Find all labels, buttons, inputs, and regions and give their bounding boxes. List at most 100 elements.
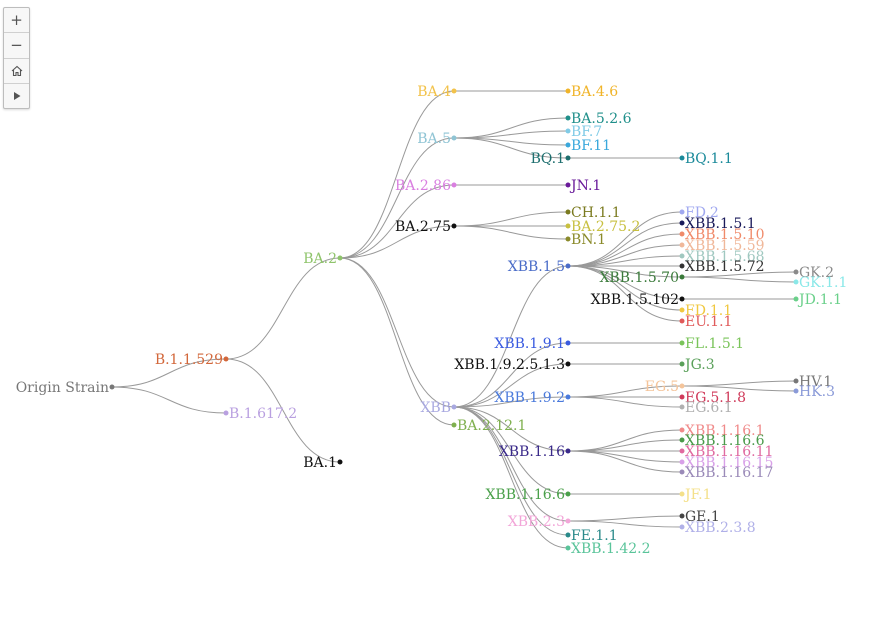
node-dot — [337, 255, 343, 261]
node-ba2[interactable]: BA.2 — [303, 251, 343, 267]
node-xbb1572[interactable]: XBB.1.5.72 — [679, 259, 765, 275]
node-ba1[interactable]: BA.1 — [303, 455, 343, 471]
node-b1617[interactable]: B.1.617.2 — [223, 406, 298, 422]
play-button[interactable] — [4, 84, 29, 108]
node-dot — [679, 242, 685, 248]
link-xbb-xbb19225 — [453, 363, 569, 408]
node-label: CH.1.1 — [571, 205, 621, 221]
node-dot — [679, 155, 685, 161]
node-label: XBB.1.5.68 — [685, 249, 765, 265]
node-xbb1161[interactable]: XBB.1.16.1 — [679, 423, 765, 439]
node-label: XBB.1.5 — [508, 259, 565, 275]
node-b11529[interactable]: B.1.1.529 — [155, 352, 229, 368]
node-fe11[interactable]: FE.1.1 — [565, 528, 618, 544]
node-jg3[interactable]: JG.3 — [679, 357, 715, 373]
zoom-out-button[interactable]: − — [4, 33, 29, 59]
node-xbb1510[interactable]: XBB.1.5.10 — [679, 227, 765, 243]
node-dot — [565, 182, 571, 188]
node-ge1[interactable]: GE.1 — [679, 509, 720, 525]
node-bf7[interactable]: BF.7 — [565, 124, 603, 140]
home-button[interactable] — [4, 59, 29, 84]
node-label: EG.6.1 — [685, 400, 733, 416]
node-dot — [679, 296, 685, 302]
node-dot — [565, 88, 571, 94]
node-xbb11611[interactable]: XBB.1.16.11 — [679, 444, 774, 460]
node-eg518[interactable]: EG.5.1.8 — [679, 390, 746, 406]
node-ba286[interactable]: BA.2.86 — [395, 178, 457, 194]
node-xbb1422[interactable]: XBB.1.42.2 — [565, 541, 651, 557]
node-xbb238[interactable]: XBB.2.3.8 — [679, 520, 756, 536]
node-xbb1568[interactable]: XBB.1.5.68 — [679, 249, 765, 265]
link-ba2-ba275 — [339, 225, 455, 259]
node-eg5[interactable]: EG.5 — [645, 379, 685, 395]
node-label: JD.1.1 — [797, 292, 842, 308]
link-xbb-xbb1422 — [453, 406, 569, 549]
node-jf1[interactable]: JF.1 — [679, 487, 712, 503]
node-ba526[interactable]: BA.5.2.6 — [565, 111, 632, 127]
node-ba275[interactable]: BA.2.75 — [395, 219, 457, 235]
node-label: XBB.1.16.1 — [685, 423, 765, 439]
node-xbb[interactable]: XBB — [420, 400, 457, 416]
node-jd11[interactable]: JD.1.1 — [793, 292, 843, 308]
node-fl151[interactable]: FL.1.5.1 — [679, 336, 745, 352]
node-ba5[interactable]: BA.5 — [417, 131, 457, 147]
node-dot — [793, 269, 799, 275]
node-label: EU.1.1 — [685, 314, 732, 330]
node-fd11[interactable]: FD.1.1 — [679, 303, 733, 319]
node-xbb116[interactable]: XBB.1.16 — [499, 444, 571, 460]
node-ba4[interactable]: BA.4 — [417, 84, 457, 100]
node-dot — [565, 115, 571, 121]
node-xbb15[interactable]: XBB.1.5 — [508, 259, 571, 275]
node-bn1[interactable]: BN.1 — [565, 232, 607, 248]
node-bq1[interactable]: BQ.1 — [531, 151, 571, 167]
node-xbb1559[interactable]: XBB.1.5.59 — [679, 238, 765, 254]
link-ba2-ba2121 — [339, 257, 455, 426]
node-label: XBB.1.16.6 — [485, 487, 565, 503]
node-ba46[interactable]: BA.4.6 — [565, 84, 619, 100]
link-xbb-xbb23 — [453, 406, 569, 522]
node-xbb15102[interactable]: XBB.1.5.102 — [591, 292, 685, 308]
node-label: FE.1.1 — [571, 528, 618, 544]
node-gk2[interactable]: GK.2 — [793, 265, 835, 281]
link-ba2-xbb — [339, 257, 455, 408]
node-hv1[interactable]: HV.1 — [793, 374, 833, 390]
node-ba2121[interactable]: BA.2.12.1 — [451, 418, 527, 434]
link-xbb15-xbb151 — [567, 222, 683, 267]
link-xbb-fe11 — [453, 406, 569, 536]
node-eg61[interactable]: EG.6.1 — [679, 400, 733, 416]
node-origin[interactable]: Origin Strain — [16, 380, 115, 396]
node-dot — [451, 404, 457, 410]
node-dot — [679, 448, 685, 454]
node-xbb23[interactable]: XBB.2.3 — [508, 514, 571, 530]
zoom-in-button[interactable]: + — [4, 8, 29, 34]
node-xbb192[interactable]: XBB.1.9.2 — [494, 390, 571, 406]
node-xbb11615[interactable]: XBB.1.16.15 — [679, 455, 774, 471]
node-ba2752[interactable]: BA.2.75.2 — [565, 219, 641, 235]
node-dot — [679, 394, 685, 400]
node-label: XBB.1.9.1 — [494, 336, 565, 352]
node-label: XBB.1.16 — [499, 444, 565, 460]
node-xbb19225[interactable]: XBB.1.9.2.5.1.3 — [454, 357, 571, 373]
node-eu11[interactable]: EU.1.1 — [679, 314, 733, 330]
node-label: BN.1 — [571, 232, 606, 248]
node-xbb151[interactable]: XBB.1.5.1 — [679, 216, 756, 232]
node-gk11[interactable]: GK.1.1 — [793, 275, 848, 291]
node-ch11[interactable]: CH.1.1 — [565, 205, 621, 221]
node-label: JN.1 — [569, 178, 601, 194]
node-xbb11617[interactable]: XBB.1.16.17 — [679, 465, 774, 481]
node-xbb11606[interactable]: XBB.1.16.6 — [679, 433, 765, 449]
link-xbb23-xbb238 — [567, 520, 683, 528]
link-origin-b1617 — [111, 386, 227, 414]
node-fd2[interactable]: FD.2 — [679, 205, 719, 221]
node-label: BA.5 — [417, 131, 451, 147]
node-dot — [565, 155, 571, 161]
node-jn1[interactable]: JN.1 — [565, 178, 602, 194]
node-bq11[interactable]: BQ.1.1 — [679, 151, 733, 167]
node-dot — [565, 209, 571, 215]
node-bf11[interactable]: BF.11 — [565, 138, 612, 154]
node-hk3[interactable]: HK.3 — [793, 384, 836, 400]
link-ba275-ch11 — [453, 211, 569, 227]
node-xbb1570[interactable]: XBB.1.5.70 — [599, 270, 685, 286]
node-xbb191[interactable]: XBB.1.9.1 — [494, 336, 571, 352]
node-xbb1166[interactable]: XBB.1.16.6 — [485, 487, 571, 503]
